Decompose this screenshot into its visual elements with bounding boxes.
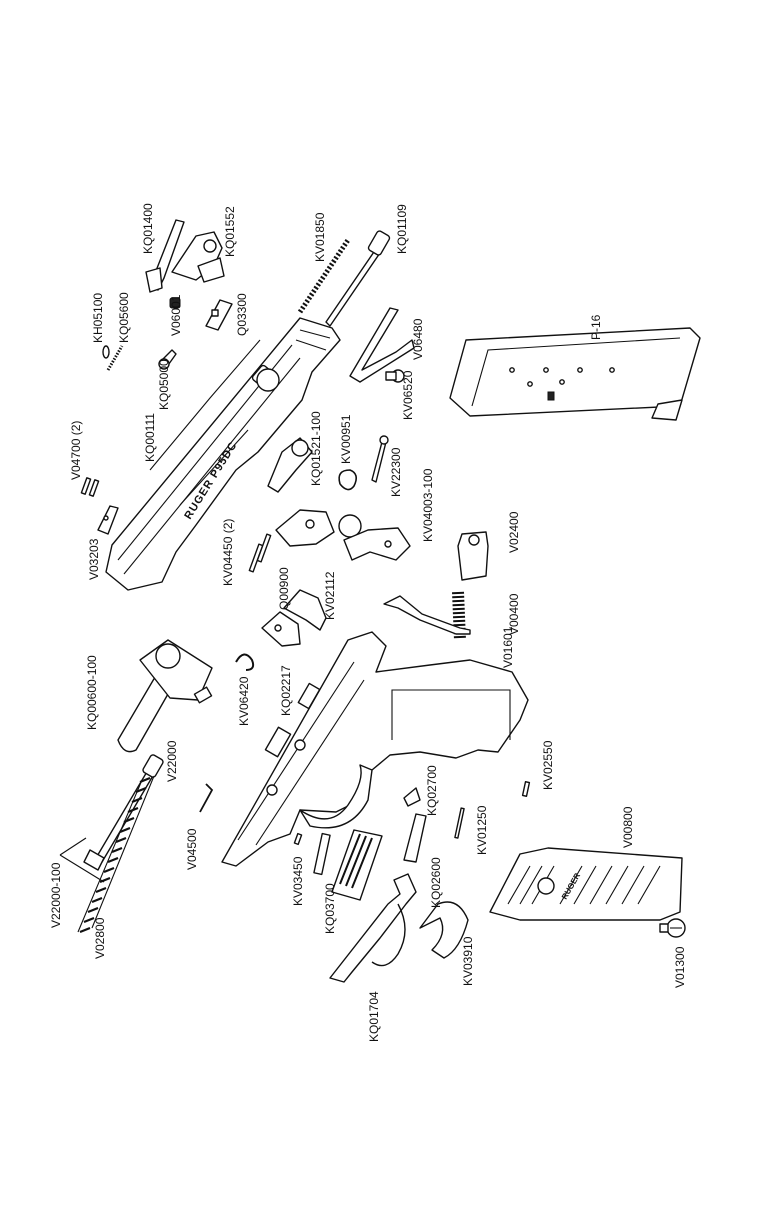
part-label-kq03700: KQ03700 <box>323 883 337 934</box>
part-label-p16: P-16 <box>589 314 603 340</box>
guide-rod-part <box>83 754 164 871</box>
v06001-part <box>169 297 181 309</box>
part-label-kq05600: KQ05600 <box>117 292 131 343</box>
v04500-part <box>199 783 214 813</box>
v01300-part <box>659 918 686 938</box>
kv22300-part <box>371 435 389 483</box>
part-label-kv00951: KV00951 <box>339 414 353 464</box>
part-label-kq05000: KQ05000 <box>157 359 171 410</box>
part-label-v00400: V00400 <box>507 593 521 635</box>
part-label-v04700: V04700 (2) <box>69 421 83 480</box>
part-label-kv04003: KV04003-100 <box>421 468 435 542</box>
part-label-kq02700: KQ02700 <box>425 765 439 816</box>
part-label-kq02600: KQ02600 <box>429 857 443 908</box>
kv02550-pin <box>521 781 531 797</box>
kh05100-part <box>102 345 110 359</box>
part-label-q03300: Q03300 <box>235 293 249 336</box>
part-label-kq01552: KQ01552 <box>223 206 237 257</box>
kv03450-part <box>293 832 303 846</box>
part-label-kv06420: KV06420 <box>237 676 251 726</box>
part-label-kq00111: KQ00111 <box>143 413 157 462</box>
kq01400-part <box>145 219 185 293</box>
frame-part <box>221 631 529 867</box>
part-label-kq02217: KQ02217 <box>279 665 293 716</box>
kq02217-part <box>261 611 301 647</box>
kq01552-part <box>171 231 225 283</box>
part-label-kv04450: KV04450 (2) <box>221 519 235 586</box>
part-label-kh05100: KH05100 <box>91 293 105 343</box>
kq01704-part <box>329 873 417 983</box>
kv01250-pin <box>454 807 465 839</box>
part-label-kq01400: KQ01400 <box>141 203 155 254</box>
part-label-v22000: V22000 <box>165 740 179 782</box>
part-label-kv03450: KV03450 <box>291 856 305 906</box>
part-label-kq00600: KQ00600-100 <box>85 655 99 730</box>
v22000-bracket <box>59 837 105 883</box>
grip-panel-part: RUGER <box>489 847 683 921</box>
part-label-kq01521: KQ01521-100 <box>309 411 323 486</box>
part-label-v06480: V06480 <box>411 318 425 360</box>
part-label-v02400: V02400 <box>507 511 521 553</box>
part-label-v22000_100: V22000-100 <box>49 862 63 928</box>
part-label-q00900: Q00900 <box>277 567 291 610</box>
part-label-kv01850: KV01850 <box>313 212 327 262</box>
kv04450-pins <box>248 533 272 573</box>
kq01109-part <box>325 230 391 327</box>
q00900-part <box>275 509 335 547</box>
kq02700-part <box>403 787 421 807</box>
kq03700-part <box>313 829 383 901</box>
part-label-v06001: V06001 <box>169 294 183 336</box>
part-label-v00800: V00800 <box>621 806 635 848</box>
part-label-v02800: V02800 <box>93 917 107 959</box>
kv03910-part <box>419 901 469 959</box>
part-label-v04500: V04500 <box>185 828 199 870</box>
part-label-kv03910: KV03910 <box>461 936 475 986</box>
part-label-v01300: V01300 <box>673 946 687 988</box>
v04700-pins <box>80 477 100 497</box>
recoil-spring-part <box>77 775 155 934</box>
kq05000-part <box>158 349 177 370</box>
v01601-part <box>383 595 471 635</box>
part-label-kv22300: KV22300 <box>389 447 403 497</box>
barrel-part <box>117 639 213 753</box>
part-label-kv02112: KV02112 <box>323 571 337 620</box>
kq01521-part <box>267 437 313 493</box>
part-label-kv06520: KV06520 <box>401 370 415 420</box>
part-label-kq01109: KQ01109 <box>395 204 409 254</box>
q03300-part <box>205 299 233 331</box>
kv04003-part <box>338 514 411 561</box>
v02400-part <box>457 531 489 581</box>
part-label-v03203: V03203 <box>87 538 101 580</box>
kv01850-spring <box>297 238 351 314</box>
kq05600-spring <box>106 345 124 371</box>
kv06520-part <box>385 369 405 383</box>
kv02112-part <box>283 589 327 631</box>
v06480-part <box>349 307 415 383</box>
kq02600-part <box>403 813 427 863</box>
part-label-kv01250: KV01250 <box>475 805 489 855</box>
part-label-kq01704: KQ01704 <box>367 991 381 1042</box>
part-label-kv02550: KV02550 <box>541 740 555 790</box>
magazine-part <box>449 327 701 421</box>
kv00951-spring <box>338 469 358 491</box>
v03203-part <box>97 505 119 535</box>
part-label-v01601: V01601 <box>501 626 515 668</box>
kv06420-spring <box>235 653 255 671</box>
